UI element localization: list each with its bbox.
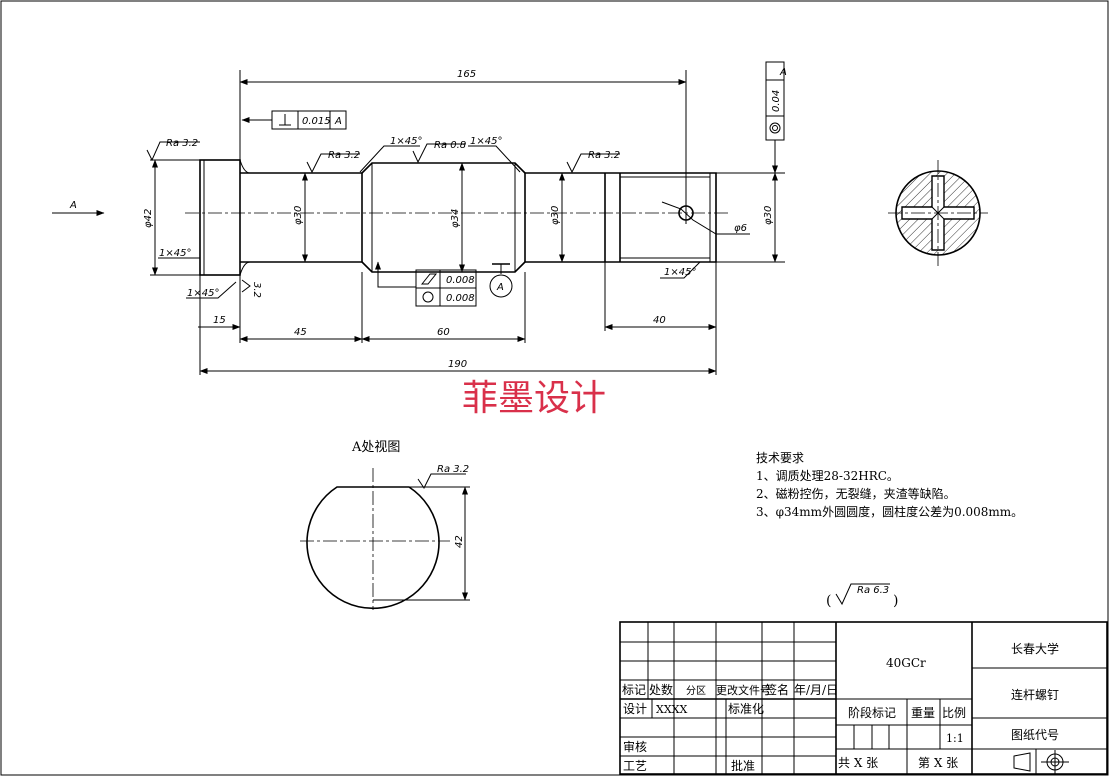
svg-text:批准: 批准 — [731, 758, 755, 773]
dim-phi30-mid: φ30 — [550, 206, 561, 225]
roughness-right: Ra 3.2 — [566, 150, 620, 174]
a-view-roughness: Ra 3.2 — [437, 464, 469, 475]
svg-text:比例: 比例 — [942, 706, 966, 720]
dimension-phi30-neck: φ30 — [293, 172, 308, 263]
chamfer-head-2: 1×45° — [187, 288, 219, 299]
chamfer-right-mid: 1×45° — [470, 136, 502, 147]
dim-40: 40 — [653, 315, 666, 326]
roughness-mid: Ra 0.8 — [412, 140, 466, 164]
svg-text:阶段标记: 阶段标记 — [848, 705, 896, 720]
section-view — [888, 160, 988, 266]
perp-datum: A — [334, 116, 342, 127]
dimension-phi42: φ42 — [143, 159, 200, 276]
roughness-neck: Ra 3.2 — [306, 150, 360, 174]
part-name: 连杆螺钉 — [1011, 687, 1059, 702]
svg-text:Ra 0.8: Ra 0.8 — [434, 140, 466, 151]
dim-45: 45 — [294, 327, 307, 338]
dim-15: 15 — [213, 315, 226, 326]
dimension-165: 165 — [239, 69, 687, 206]
cyl-value: 0.008 — [446, 275, 475, 286]
perpendicularity-frame: 0.015 A — [241, 110, 347, 130]
dim-190: 190 — [448, 359, 467, 370]
view-arrow-label: A — [69, 200, 77, 211]
coaxiality-frame: A 0.04 — [765, 61, 787, 174]
svg-text:Ra 3.2: Ra 3.2 — [588, 150, 620, 161]
dimension-phi30-mid: φ30 — [550, 172, 565, 263]
dim-phi30-neck: φ30 — [293, 206, 304, 225]
general-roughness: ( Ra 6.3 ) — [826, 583, 898, 609]
projection-symbol-icon — [1013, 750, 1069, 774]
perpendicularity-icon — [279, 114, 291, 126]
watermark: 菲墨设计 — [462, 378, 606, 419]
svg-text:处数: 处数 — [649, 682, 673, 697]
svg-text:分区: 分区 — [686, 685, 706, 697]
tech-line-1: 1、调质处理28-32HRC。 — [756, 469, 899, 483]
svg-text:Ra 6.3: Ra 6.3 — [857, 585, 889, 596]
dim-60: 60 — [437, 327, 450, 338]
svg-text:重量: 重量 — [911, 706, 935, 720]
tech-title: 技术要求 — [756, 451, 804, 465]
svg-text:XXXX: XXXX — [656, 703, 687, 716]
dim-phi42: φ42 — [143, 209, 154, 228]
dim-165: 165 — [457, 69, 476, 80]
cylindricity-icon — [420, 273, 438, 285]
svg-text:3.2: 3.2 — [251, 282, 262, 298]
svg-text:设计: 设计 — [623, 702, 647, 716]
svg-text:年/月/日: 年/月/日 — [794, 683, 838, 697]
chamfer-left-mid: 1×45° — [390, 136, 422, 147]
datum-label: A — [496, 282, 504, 293]
roundness-icon — [422, 291, 434, 303]
svg-text:标记: 标记 — [622, 683, 646, 697]
tech-requirements: 技术要求 1、调质处理28-32HRC。 2、磁粉控伤，无裂缝，夹渣等缺陷。 3… — [756, 451, 1023, 519]
material: 40GCr — [886, 656, 926, 670]
round-value: 0.008 — [446, 293, 475, 304]
dim-phi34: φ34 — [450, 209, 461, 228]
svg-text:工艺: 工艺 — [623, 759, 647, 773]
svg-text:(: ( — [826, 593, 831, 609]
a-view-dim: 42 — [454, 535, 465, 548]
svg-text:Ra 3.2: Ra 3.2 — [328, 150, 360, 161]
shaft-outline — [185, 159, 730, 276]
dim-phi30-right: φ30 — [763, 206, 774, 225]
length-dimensions: 15 45 60 40 190 — [198, 262, 717, 375]
title-block-text: 标记 处数 分区 更改文件号 签名 年/月/日 设计 XXXX 标准化 审核 工… — [622, 641, 1059, 773]
tech-line-2: 2、磁粉控伤，无裂缝，夹渣等缺陷。 — [756, 486, 956, 501]
svg-text:更改文件号: 更改文件号 — [716, 683, 771, 697]
form-tolerance-frames: 0.008 0.008 — [375, 261, 477, 307]
dimension-phi34: φ34 — [450, 162, 465, 273]
svg-text:共 X 张: 共 X 张 — [838, 756, 878, 770]
university: 长春大学 — [1011, 641, 1059, 656]
view-arrow: A — [52, 200, 105, 216]
a-view-title: A处视图 — [351, 440, 400, 455]
coax-datum: A — [779, 67, 787, 78]
svg-text:Ra 3.2: Ra 3.2 — [166, 138, 198, 149]
hole-leader: φ6 — [661, 201, 750, 235]
roughness-left: Ra 3.2 — [146, 138, 200, 162]
scale-value: 1:1 — [946, 732, 964, 745]
svg-text:标准化: 标准化 — [728, 702, 764, 716]
drawing-no-label: 图纸代号 — [1011, 728, 1059, 742]
dim-hole-6: φ6 — [734, 223, 747, 234]
perp-value: 0.015 — [302, 116, 331, 127]
datum-a: A — [489, 263, 513, 298]
svg-text:审核: 审核 — [623, 739, 647, 754]
svg-text:): ) — [893, 593, 898, 609]
roughness-face: 3.2 — [241, 279, 262, 298]
svg-text:签名: 签名 — [765, 682, 789, 697]
chamfer-head-1: 1×45° — [159, 248, 191, 259]
chamfer-end: 1×45° — [664, 267, 696, 278]
tech-line-3: 3、φ34mm外圆圆度，圆柱度公差为0.008mm。 — [756, 504, 1023, 519]
title-block — [619, 621, 1108, 775]
coax-value: 0.04 — [771, 90, 782, 112]
dimension-phi30-right: φ30 — [716, 172, 785, 263]
chamfer-labels: 1×45° 1×45° 1×45° 1×45° 1×45° — [158, 136, 701, 299]
coaxiality-icon — [769, 122, 781, 134]
a-view: 42 Ra 3.2 — [300, 464, 470, 610]
svg-text:第 X 张: 第 X 张 — [918, 756, 958, 770]
